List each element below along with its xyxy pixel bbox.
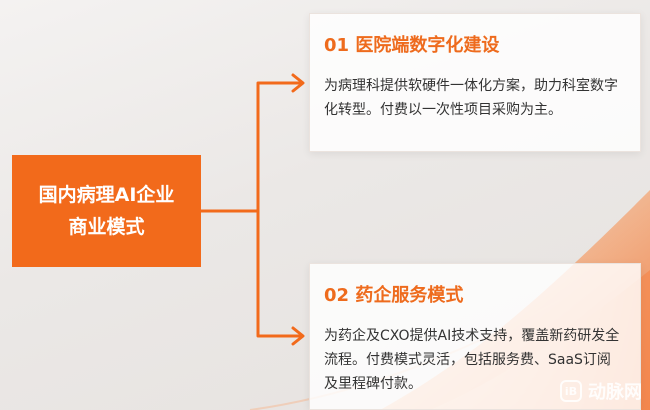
arrowhead-upper bbox=[291, 73, 305, 93]
connector-lower bbox=[256, 209, 303, 338]
center-title-line1: 国内病理AI企业 bbox=[38, 184, 175, 206]
card-body-pharma: 为药企及CXO提供AI技术支持，覆盖新药研发全流程。付费模式灵活，包括服务费、S… bbox=[324, 328, 620, 392]
connector-upper bbox=[256, 81, 303, 213]
arrowhead-lower bbox=[291, 326, 305, 346]
watermark-logo-icon: iB bbox=[560, 380, 582, 402]
card-title-pharma: 02 药企服务模式 bbox=[324, 285, 464, 306]
watermark: iB 动脉网 bbox=[560, 378, 642, 404]
watermark-text: 动脉网 bbox=[588, 382, 642, 403]
business-model-center-box: 国内病理AI企业 商业模式 bbox=[12, 155, 201, 267]
card-body-hospital: 为病理科提供软硬件一体化方案，助力科室数字化转型。付费以一次性项目采购为主。 bbox=[324, 78, 618, 118]
card-title-hospital: 01 医院端数字化建设 bbox=[324, 35, 500, 56]
pharma-service-card: 02 药企服务模式 为药企及CXO提供AI技术支持，覆盖新药研发全流程。付费模式… bbox=[309, 263, 641, 410]
center-title-line2: 商业模式 bbox=[68, 216, 145, 238]
hospital-digital-card: 01 医院端数字化建设 为病理科提供软硬件一体化方案，助力科室数字化转型。付费以… bbox=[309, 13, 641, 152]
